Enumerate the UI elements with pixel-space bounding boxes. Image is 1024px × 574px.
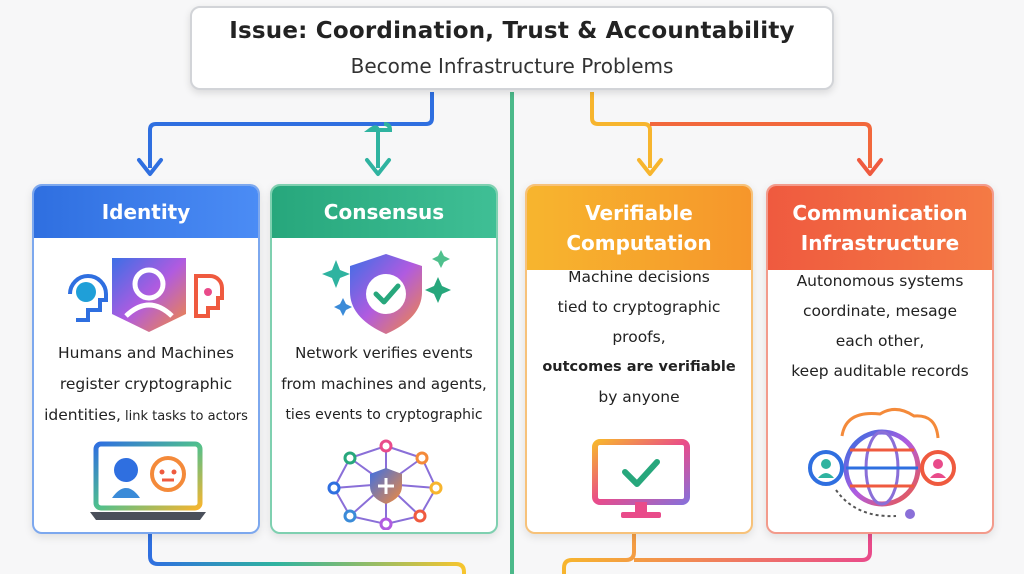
connector-bottom-left xyxy=(148,534,466,574)
connector-header-to-verifiable xyxy=(590,92,652,168)
connector-header-to-consensus xyxy=(363,122,393,168)
consensus-desc-line3: ties events to cryptographic xyxy=(285,407,483,423)
communication-desc-line4: keep auditable records xyxy=(791,362,969,380)
identity-desc-line1: Humans and Machines xyxy=(58,344,234,362)
verifiable-desc-line3: proofs, xyxy=(612,328,666,346)
identity-desc-line3a: identities, xyxy=(44,406,121,424)
arrow-consensus xyxy=(365,158,391,176)
header-title: Issue: Coordination, Trust & Accountabil… xyxy=(229,18,795,44)
identity-desc-line2: register cryptographic xyxy=(59,375,233,393)
verifiable-desc-line5: by anyone xyxy=(598,388,680,406)
human-robot-identity-icon xyxy=(68,258,224,332)
connector-bottom-right xyxy=(562,534,872,574)
identity-laptop-icon xyxy=(90,441,206,520)
card-identity: Identity Humans and Machines register cr… xyxy=(32,184,260,534)
identity-desc-line3b: link tasks to actors xyxy=(120,409,248,424)
globe-network-icon xyxy=(808,408,956,519)
arrow-verifiable xyxy=(637,158,663,176)
verifiable-desc-line2: tied to cryptographic xyxy=(557,298,721,316)
verifiable-desc-line4: outcomes are verifiable xyxy=(542,359,736,375)
shield-check-icon xyxy=(322,250,451,334)
card-identity-title: Identity xyxy=(34,186,258,238)
monitor-check-icon xyxy=(592,439,690,518)
network-shield-icon xyxy=(327,439,443,530)
consensus-desc-line2: from machines and agents, xyxy=(281,375,487,393)
communication-desc-line1: Autonomous systems xyxy=(796,272,964,290)
header-subtitle: Become Infrastructure Problems xyxy=(350,54,674,78)
arrow-identity xyxy=(137,158,163,176)
card-communication-infrastructure: Communication Infrastructure Autonomous … xyxy=(766,184,994,534)
arrow-communication xyxy=(857,158,883,176)
card-verifiable-title: Verifiable Computation xyxy=(527,186,751,270)
communication-desc-line2: coordinate, mesage xyxy=(802,302,958,320)
verifiable-desc-line1: Machine decisions xyxy=(568,268,710,286)
card-consensus: Consensus Network verifies events from m… xyxy=(270,184,498,534)
card-verifiable-computation: Verifiable Computation Machine decisions… xyxy=(525,184,753,534)
consensus-desc-line1: Network verifies events xyxy=(295,344,473,362)
issue-header: Issue: Coordination, Trust & Accountabil… xyxy=(190,6,834,90)
card-consensus-title: Consensus xyxy=(272,186,496,238)
connector-header-to-communication xyxy=(650,122,872,168)
communication-desc-line3: each other, xyxy=(835,332,925,350)
connector-header-to-identity xyxy=(148,92,434,168)
card-communication-title: Communication Infrastructure xyxy=(768,186,992,270)
